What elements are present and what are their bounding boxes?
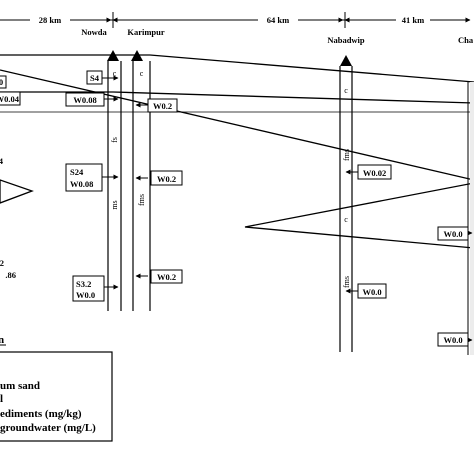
- legend: n um sand l ediments (mg/kg) groundwater…: [0, 334, 113, 442]
- lith-label-karimpur-clay: c: [140, 69, 144, 78]
- nabadwip-water-1: W0.02: [363, 168, 386, 178]
- nowda-sediment-3: S3.2: [76, 279, 91, 289]
- distance-label-2: 64 km: [267, 15, 289, 25]
- nowda-water-3: W0.0: [76, 290, 95, 300]
- lith-label-nowda-fine-sand: fs: [110, 137, 119, 143]
- legend-heading: n: [0, 334, 4, 346]
- lith-label-nowda-medium-sand: ms: [110, 200, 119, 209]
- nabadwip-water-2: W0.0: [362, 287, 381, 297]
- legend-item-3: ediments (mg/kg): [0, 408, 82, 420]
- well-head-nabadwip: [340, 55, 352, 66]
- left-edge-labels: 0 W0.04 4 2 .86: [0, 75, 21, 280]
- layer-boundaries: [0, 54, 474, 249]
- lith-label-nabadwip-fms-1: fms: [342, 149, 351, 161]
- left-text-sediment-2: 4: [0, 156, 4, 166]
- left-box-sediment-1: 0: [0, 77, 3, 87]
- lith-label-nabadwip-clay-2: c: [344, 215, 348, 224]
- lith-label-nabadwip-fms-2: fms: [342, 276, 351, 288]
- nowda-water-1: W0.08: [73, 95, 96, 105]
- lith-label-nabadwip-clay-1: c: [344, 86, 348, 95]
- distance-label-3: 41 km: [402, 15, 424, 25]
- well-head-karimpur: [131, 50, 143, 61]
- well-label-nowda: Nowda: [81, 27, 107, 37]
- left-text-sediment-3: 2: [0, 258, 4, 268]
- nowda-sediment-2: S24: [70, 167, 84, 177]
- karimpur-water-3: W0.2: [157, 272, 176, 282]
- cha-water-2: W0.0: [443, 335, 462, 345]
- nowda-samples: S4 W0.08 S24 W0.08 S3.2 W0.0: [65, 70, 119, 302]
- lith-label-karimpur-fms: fms: [137, 194, 146, 206]
- left-box-water-1: W0.04: [0, 94, 20, 104]
- well-column-cha: [467, 82, 474, 355]
- nowda-sediment-1: S4: [90, 73, 100, 83]
- well-nowda: c fs ms: [107, 50, 122, 311]
- distance-label-1: 28 km: [39, 15, 61, 25]
- karimpur-samples: W0.2 W0.2 W0.2: [135, 98, 183, 284]
- nowda-water-2: W0.08: [70, 179, 93, 189]
- well-label-karimpur: Karimpur: [127, 27, 165, 37]
- legend-item-2: l: [0, 393, 3, 405]
- well-label-nabadwip: Nabadwip: [327, 35, 365, 45]
- well-label-cha: Cha: [458, 35, 474, 45]
- cha-samples: W0.0 W0.0: [437, 226, 473, 347]
- legend-box: [0, 351, 113, 442]
- well-nabadwip: c fms c fms: [339, 55, 353, 352]
- lith-label-nowda-clay: c: [113, 69, 117, 78]
- karimpur-water-1: W0.2: [153, 101, 172, 111]
- left-text-water-3: .86: [5, 270, 16, 280]
- nabadwip-samples: W0.02 W0.0: [345, 164, 392, 299]
- karimpur-water-2: W0.2: [157, 174, 176, 184]
- legend-item-4: groundwater (mg/L): [0, 422, 96, 434]
- distance-scale: 28 km 64 km 41 km: [0, 12, 471, 28]
- well-head-nowda: [107, 50, 119, 61]
- well-karimpur: c fms: [131, 50, 151, 311]
- cha-water-1: W0.0: [443, 229, 462, 239]
- legend-item-1: um sand: [0, 380, 40, 392]
